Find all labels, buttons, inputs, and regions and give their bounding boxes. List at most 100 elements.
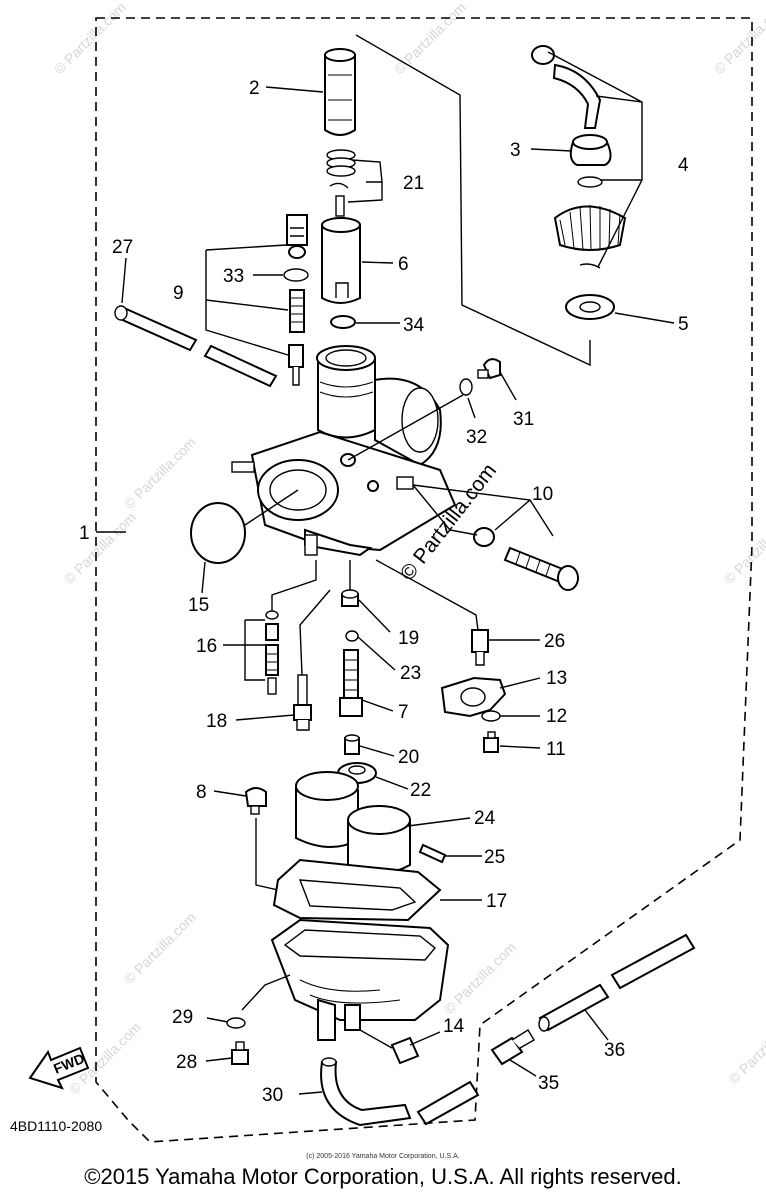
leader-8 [213,790,247,797]
watermark-text: © Partzilla.com [121,909,199,987]
part-21-spring-clip[interactable] [326,149,356,217]
part-36-hose[interactable] [538,933,696,1032]
leader-24 [407,817,471,827]
callout-numbers: 1 2 3 4 5 6 7 8 9 10 11 12 13 14 15 16 1… [79,78,689,1106]
part-23-oring[interactable] [345,630,359,642]
callout-1: 1 [79,523,90,544]
part-27-hose[interactable] [114,305,278,388]
assembly-boundary [95,17,753,1143]
leader-10 [412,484,554,537]
watermark-text: © Partzilla.com [121,434,199,512]
leader-29-body [241,974,291,1011]
leader-19 [358,599,391,633]
part-8-screw[interactable] [244,787,267,815]
part-6-throttle-valve[interactable] [321,217,361,304]
callout-6: 6 [398,254,409,275]
part-10-throttle-stop-screw[interactable] [473,527,579,591]
leader-32-body [347,394,464,461]
leader-16-body [271,560,317,612]
part-20-main-jet[interactable] [344,734,360,755]
leader-3 [530,148,573,152]
leader-20 [359,745,395,757]
part-13-hole [460,687,486,707]
leader-slide-group [355,34,591,367]
watermark-text: © Partzilla.com [61,509,139,587]
leader-32 [467,397,476,419]
part-1-carburetor-body[interactable] [231,345,457,557]
leader-27 [121,257,127,304]
callout-34: 34 [403,315,425,336]
part-15-gasket[interactable] [190,502,246,564]
part-24-float[interactable] [295,771,411,876]
part-17-inner [298,879,417,911]
watermark-text: © Partzilla.com [711,0,766,77]
part-29-oring[interactable] [226,1017,246,1029]
part-18-pilot-jet[interactable] [293,674,312,731]
leader-18 [235,714,295,721]
small-copyright: (c) 2005-2016 Yamaha Motor Corporation, … [306,1153,460,1160]
callout-15: 15 [188,595,209,616]
part-32-washer[interactable] [459,378,473,396]
callout-24: 24 [474,808,496,829]
callout-25: 25 [484,847,505,868]
callout-10: 10 [532,484,553,505]
leader-15b [244,489,299,526]
leader-6 [361,261,394,264]
part-14-fitting[interactable] [359,1029,420,1065]
leader-31 [499,371,517,401]
leader-29 [206,1017,229,1023]
callout-14: 14 [443,1016,465,1037]
diagram-code: 4BD1110-2080 [10,1118,102,1134]
part-35-fitting[interactable] [490,1029,535,1066]
callout-26: 26 [544,631,565,652]
leader-15 [201,561,206,594]
callout-30: 30 [262,1085,283,1106]
watermark-text: © Partzilla.com [721,509,766,587]
callout-31: 31 [513,409,534,430]
callout-29: 29 [172,1007,193,1028]
part-2-slide-tube[interactable] [324,48,356,136]
callout-7: 7 [398,702,409,723]
callout-21: 21 [403,173,424,194]
callout-32: 32 [466,427,487,448]
leader-5 [614,312,675,324]
callout-18: 18 [206,711,227,732]
callout-22: 22 [410,780,431,801]
leader-36 [584,1009,609,1041]
callout-28: 28 [176,1052,197,1073]
footer-copyright: ©2015 Yamaha Motor Corporation, U.S.A. A… [84,1164,682,1189]
part-25-float-pin[interactable] [418,843,447,864]
part-34-washer[interactable] [330,315,356,329]
leader-26-body [375,559,479,631]
callout-8: 8 [196,782,207,803]
part-4-cover-assembly[interactable] [531,45,627,269]
part-30-drain-hose[interactable] [320,1057,480,1127]
part-28-drain-screw[interactable] [231,1041,249,1065]
callout-23: 23 [400,663,421,684]
leader-21a [351,159,383,183]
callout-9: 9 [173,283,184,304]
leader-4 [547,51,643,268]
callout-11: 11 [546,739,566,760]
callout-13: 13 [546,668,567,689]
callout-5: 5 [678,314,689,335]
callout-2: 2 [249,78,260,99]
leader-18-body [299,589,331,676]
part-16-starter-plunger[interactable] [265,610,279,695]
callout-36: 36 [604,1040,625,1061]
part-float-chamber[interactable] [270,918,450,1041]
part-5-gasket-inner [579,301,601,313]
callout-16: 16 [196,636,217,657]
part-31-screw[interactable] [477,358,501,380]
part-19-needle-jet-holder[interactable] [341,589,359,607]
part-7-needle-jet[interactable] [339,649,363,717]
part-11-screw[interactable] [483,731,499,753]
leader-30 [298,1091,323,1095]
part-26-fitting[interactable] [471,629,489,666]
callout-4: 4 [678,155,689,176]
callout-33: 33 [223,266,244,287]
callout-17: 17 [486,891,507,912]
part-12-washer[interactable] [481,710,501,722]
part-9-pilot-screw-set[interactable] [283,214,309,386]
